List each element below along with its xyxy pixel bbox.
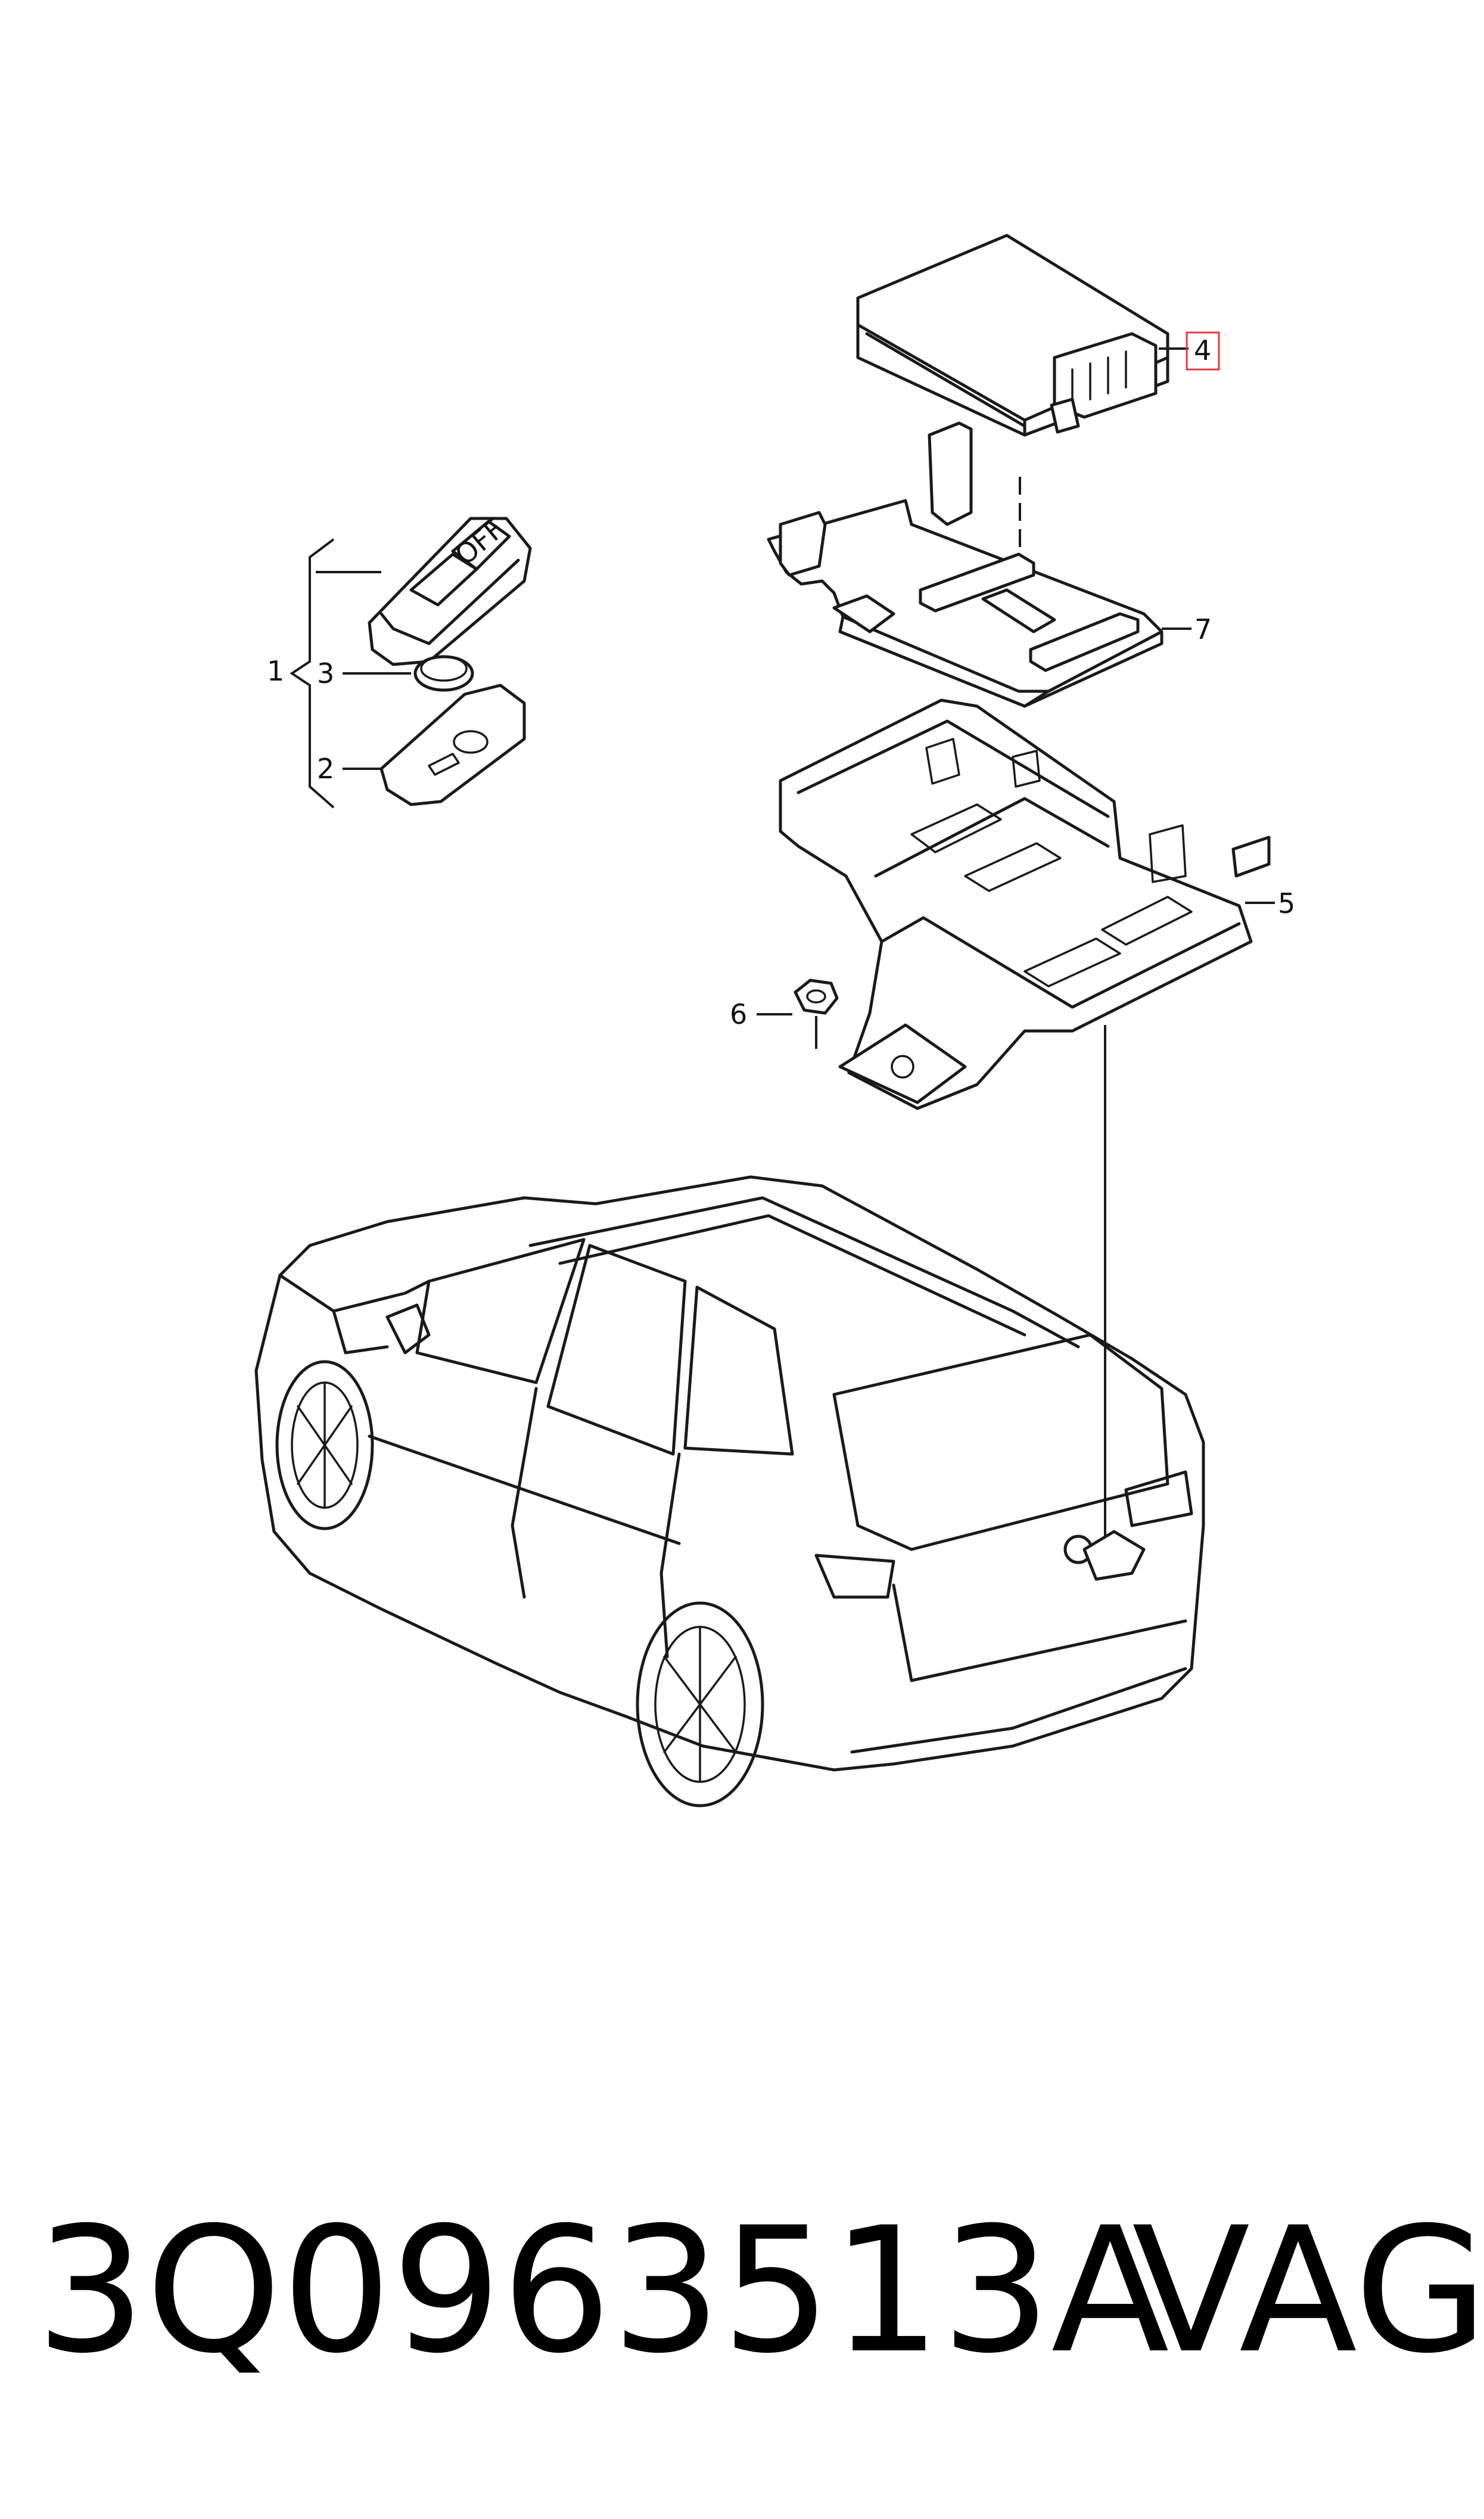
group-bracket — [290, 538, 335, 809]
hex-nut-part — [794, 979, 839, 1049]
callout-6: 6 — [730, 998, 747, 1030]
fob-cover-part — [379, 684, 526, 806]
lower-carrier-part — [779, 698, 1271, 1110]
vehicle-illustration — [254, 1175, 1205, 1807]
callout-2: 2 — [317, 753, 334, 785]
callout-7: 7 — [1194, 613, 1212, 645]
control-module-part — [856, 234, 1169, 437]
callout-4-highlight-box — [1186, 331, 1220, 371]
brand-name: VAG — [1132, 2191, 1484, 2391]
callout-5: 5 — [1278, 887, 1295, 920]
callout-1: 1 — [267, 655, 284, 687]
coin-battery-part — [413, 655, 474, 692]
callout-3: 3 — [317, 657, 334, 689]
parts-diagram: OFF 1 2 3 4 5 6 7 — [254, 234, 1295, 1807]
part-number: 3Q0963513A — [36, 2191, 1169, 2391]
callout-4: 4 — [1194, 334, 1211, 366]
key-fob-part: OFF — [368, 513, 532, 666]
upper-bracket-part — [767, 421, 1163, 708]
